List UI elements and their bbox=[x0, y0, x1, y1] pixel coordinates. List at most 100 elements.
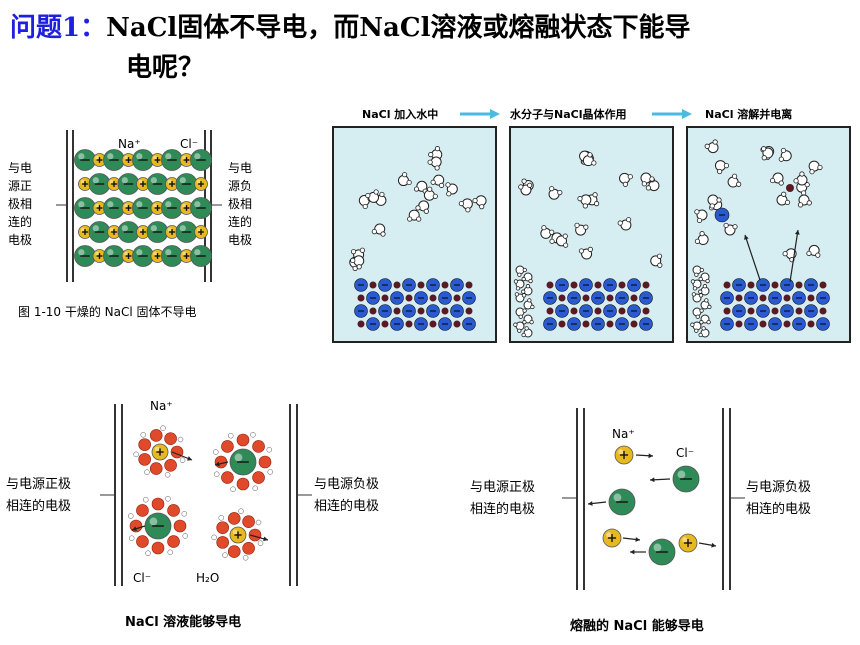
sodium-ion bbox=[618, 307, 626, 315]
water-molecule bbox=[371, 223, 386, 237]
sodium-ion bbox=[121, 249, 136, 263]
chloride-ion bbox=[780, 278, 794, 292]
chloride-ion bbox=[792, 291, 806, 305]
water-molecule bbox=[222, 545, 241, 558]
chloride-ion bbox=[161, 245, 183, 267]
chloride-ion bbox=[229, 448, 257, 476]
water-molecule bbox=[574, 222, 589, 236]
chloride-ion bbox=[414, 291, 428, 305]
figure-molten-caption: 熔融的 NaCl 能够导电 bbox=[570, 618, 704, 634]
chloride-ion bbox=[744, 291, 758, 305]
right-electrode-line1: 与电源负极 bbox=[746, 480, 811, 495]
water-molecule bbox=[723, 222, 738, 236]
chloride-ion bbox=[88, 221, 111, 243]
water-molecule bbox=[578, 246, 593, 260]
hydrated-ions bbox=[128, 425, 273, 561]
chloride-ion bbox=[103, 149, 125, 171]
sodium-ion bbox=[194, 177, 208, 191]
ionic-lattice bbox=[74, 149, 212, 267]
arrow-icon bbox=[460, 109, 500, 119]
right-electrode-line1: 与电源负极 bbox=[314, 477, 379, 492]
na-label: Na⁺ bbox=[118, 137, 141, 151]
water-molecule bbox=[776, 191, 791, 206]
water-molecule bbox=[164, 458, 177, 478]
free-ions bbox=[587, 445, 717, 566]
water-molecule bbox=[164, 432, 184, 446]
water-molecule bbox=[167, 535, 180, 556]
sodium-ion bbox=[393, 281, 401, 289]
water-molecule bbox=[523, 298, 535, 310]
chloride-ion bbox=[639, 291, 653, 305]
water-molecule bbox=[133, 451, 151, 466]
chloride-ion bbox=[190, 245, 212, 267]
chloride-ion bbox=[402, 304, 416, 318]
sodium-ion bbox=[465, 307, 473, 315]
water-molecule bbox=[582, 152, 597, 167]
chloride-ion bbox=[103, 197, 125, 219]
water-molecule bbox=[213, 471, 234, 484]
chloride-ion bbox=[390, 291, 404, 305]
chloride-ion bbox=[74, 149, 96, 171]
sodium-ion bbox=[582, 294, 590, 302]
water-molecule bbox=[698, 326, 710, 338]
water-molecule bbox=[427, 156, 442, 171]
sodium-ion bbox=[747, 307, 755, 315]
sodium-ion bbox=[150, 201, 165, 215]
chloride-ion bbox=[146, 173, 169, 195]
water-molecule bbox=[521, 272, 533, 284]
water-molecule bbox=[619, 172, 633, 187]
water-molecule bbox=[151, 496, 171, 511]
step3-label: NaCl 溶解并电离 bbox=[705, 107, 792, 121]
water-molecule bbox=[690, 279, 702, 291]
chloride-ion bbox=[378, 304, 392, 318]
chloride-ion bbox=[543, 291, 557, 305]
water-molecule bbox=[640, 172, 655, 187]
water-molecule bbox=[136, 496, 149, 517]
figure-solution-caption: NaCl 溶液能够导电 bbox=[125, 614, 241, 630]
water-molecule bbox=[472, 195, 487, 210]
sodium-ion bbox=[630, 320, 638, 328]
sodium-ion bbox=[747, 281, 755, 289]
water-molecule bbox=[518, 182, 533, 196]
chloride-ion bbox=[132, 149, 154, 171]
sodium-ion bbox=[771, 281, 779, 289]
water-molecule bbox=[698, 272, 710, 284]
sodium-ion bbox=[381, 294, 389, 302]
water-molecule bbox=[216, 515, 229, 534]
sodium-ion bbox=[582, 320, 590, 328]
water-molecule bbox=[458, 198, 473, 213]
water-molecule bbox=[407, 209, 422, 222]
sodium-ion bbox=[642, 307, 650, 315]
chloride-ion bbox=[103, 245, 125, 267]
water-molecule bbox=[236, 432, 256, 447]
chloride-ion bbox=[175, 221, 198, 243]
water-molecule bbox=[242, 541, 255, 561]
chloride-ion bbox=[117, 173, 140, 195]
water-molecule bbox=[692, 265, 704, 277]
sodium-ion bbox=[795, 307, 803, 315]
water-molecule bbox=[138, 432, 151, 451]
figure-solution: Na⁺ Cl⁻ H₂O 与电源正极 相连的电极 与电源负极 相连的电极 NaCl… bbox=[6, 399, 379, 630]
chloride-ion bbox=[714, 207, 730, 223]
sodium-ion bbox=[92, 153, 107, 167]
chloride-ion bbox=[88, 173, 111, 195]
water-molecule bbox=[350, 255, 365, 270]
sodium-ion bbox=[783, 320, 791, 328]
chloride-ion bbox=[161, 149, 183, 171]
sodium-ion bbox=[819, 281, 827, 289]
water-molecule bbox=[248, 528, 264, 546]
water-molecule bbox=[514, 292, 527, 303]
left-electrode-line4: 连的 bbox=[8, 214, 32, 229]
water-molecule bbox=[515, 265, 527, 277]
sodium-ion bbox=[369, 281, 377, 289]
water-molecule bbox=[415, 200, 430, 214]
sodium-ion bbox=[630, 294, 638, 302]
chloride-ion bbox=[144, 512, 172, 540]
sodium-ion bbox=[594, 307, 602, 315]
water-molecule bbox=[221, 432, 234, 453]
chloride-ion bbox=[117, 221, 140, 243]
water-molecule bbox=[769, 172, 784, 186]
chloride-ion bbox=[74, 245, 96, 267]
water-molecule bbox=[761, 146, 774, 161]
chloride-ion bbox=[354, 278, 368, 292]
